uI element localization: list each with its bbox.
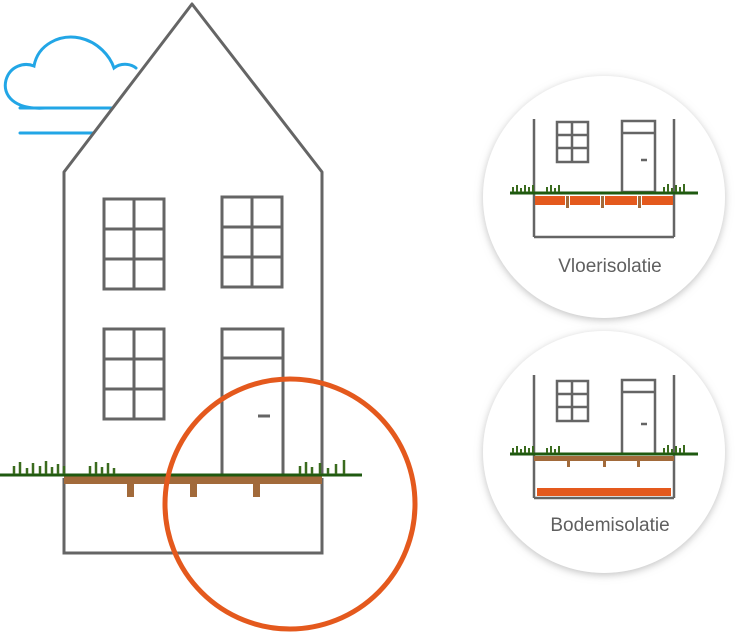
- badge-circle: [483, 331, 725, 573]
- foundation-outline: [62, 478, 324, 555]
- option-floor-insulation[interactable]: Vloerisolatie: [483, 76, 725, 318]
- window-lower-left: [102, 327, 166, 421]
- window-upper-right: [220, 195, 284, 289]
- soil-insulation-icon: [534, 456, 674, 496]
- option-label: Bodemisolatie: [550, 515, 669, 536]
- cloud-icon: [3, 35, 138, 135]
- floor-joists: [64, 476, 322, 497]
- house-icon: [0, 2, 362, 555]
- window-upper-left: [102, 197, 166, 291]
- option-soil-insulation[interactable]: Bodemisolatie: [483, 331, 725, 573]
- floor-insulation-icon: [535, 196, 673, 208]
- grass-icon: [12, 460, 346, 474]
- option-label: Vloerisolatie: [558, 256, 662, 277]
- house-outline: [62, 2, 324, 475]
- highlight-circle-icon: [162, 376, 418, 632]
